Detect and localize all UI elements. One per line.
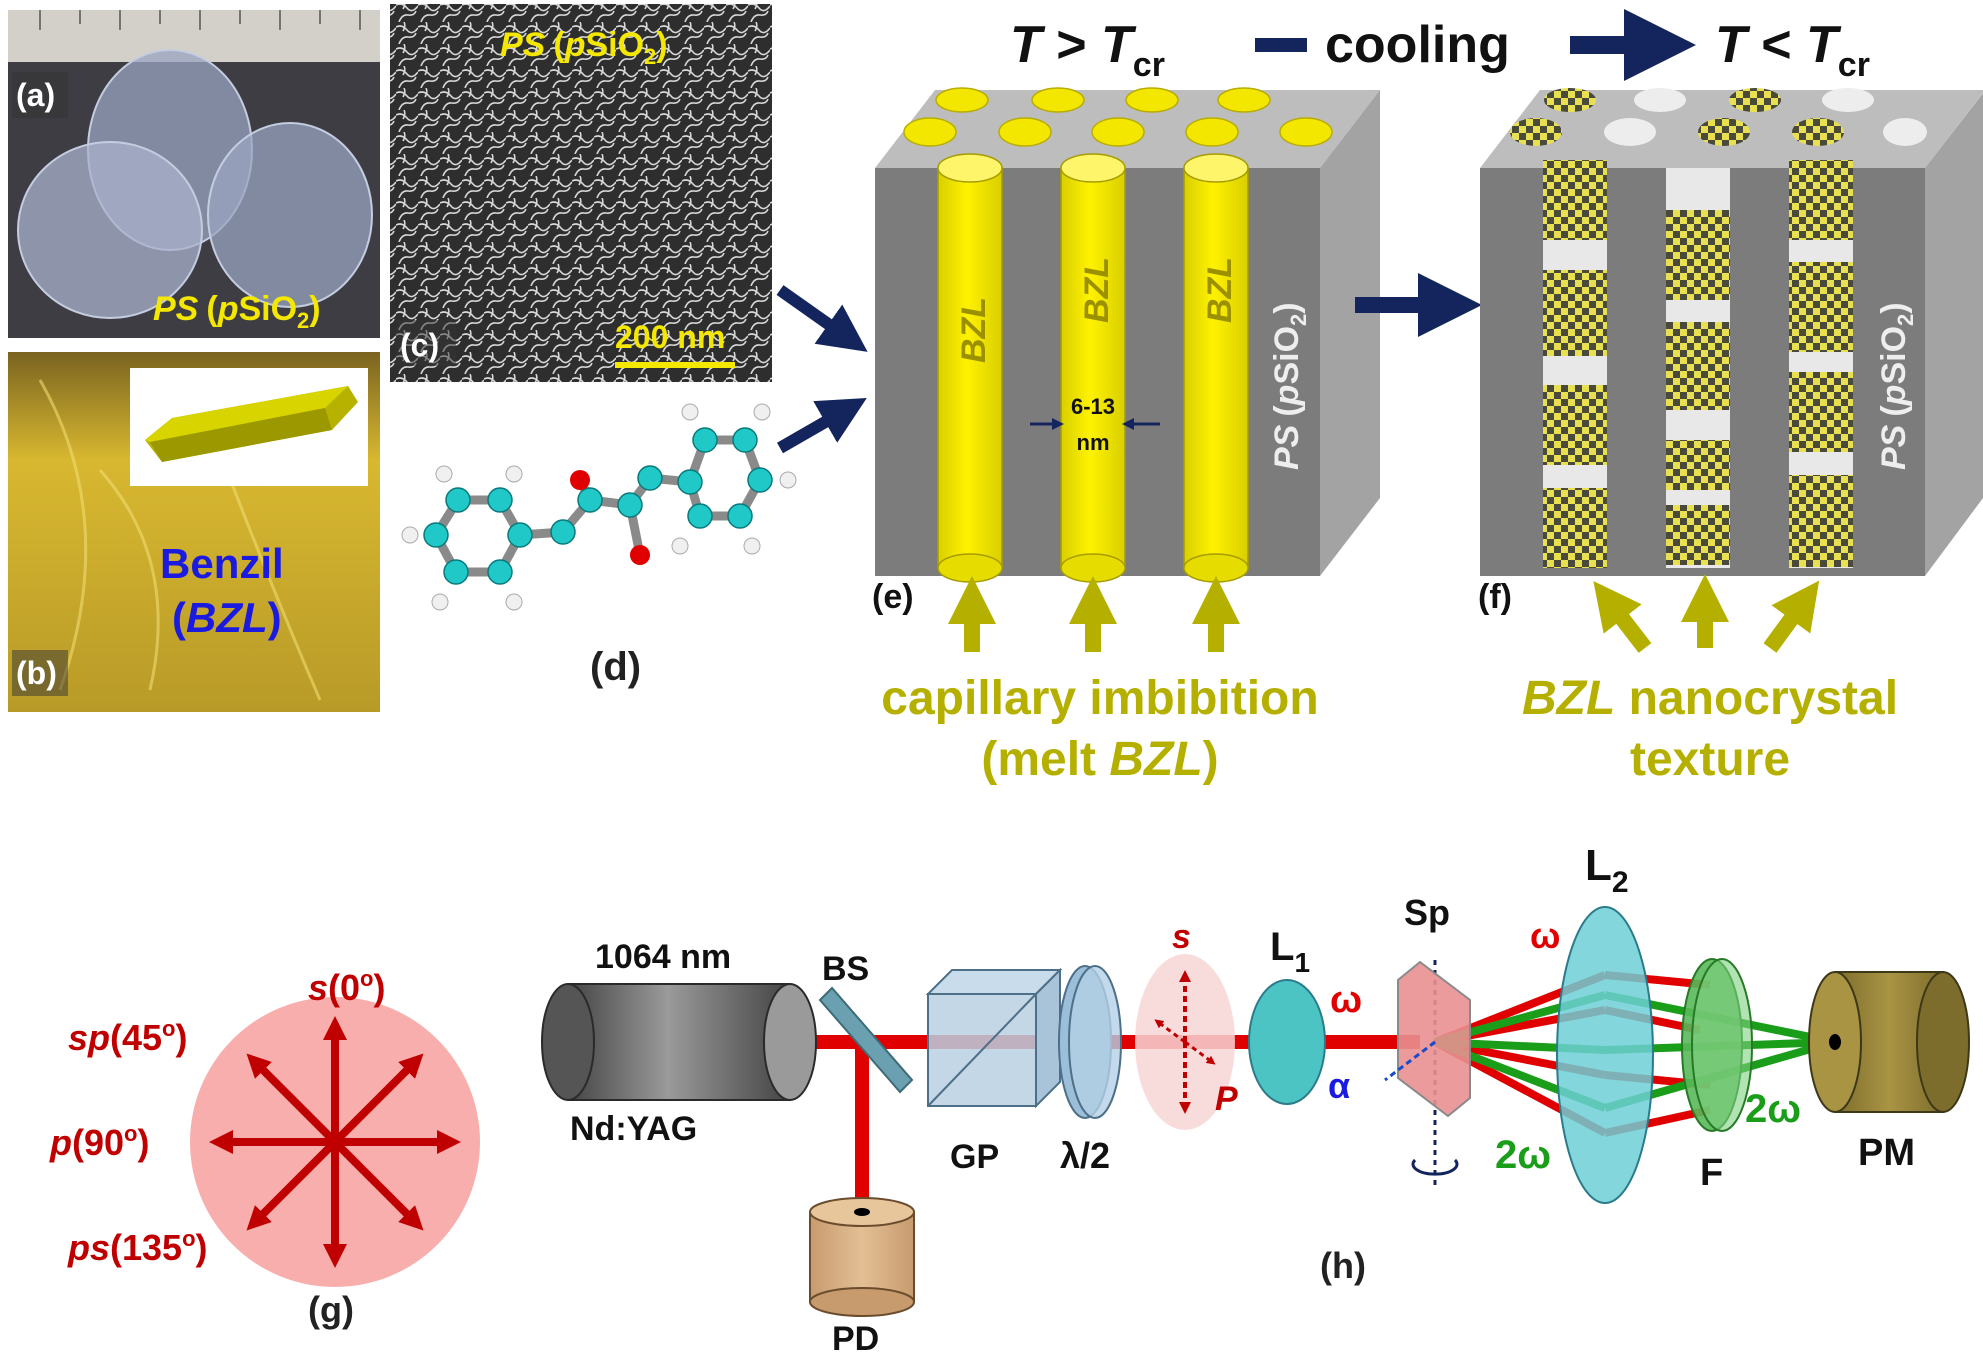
pore-size-unit: nm — [1077, 430, 1110, 455]
oxygen-atoms — [570, 470, 650, 565]
panel-f-label: (f) — [1478, 578, 1512, 616]
hydrogen-atoms — [401, 403, 797, 611]
panel-c-label: (c) — [400, 327, 439, 363]
matrix-label: PS(pSiO2) — [1268, 302, 1311, 470]
panel-d-label: (d) — [590, 645, 641, 689]
label-sp: sp(45o) — [68, 1016, 188, 1058]
panel-a-material: PS(pSiO2) — [153, 290, 321, 333]
nanocrystal-arrow — [1593, 580, 1652, 653]
pore-tops — [903, 87, 1333, 147]
wafer-disc — [207, 122, 373, 308]
panel-d-molecule: (d) — [401, 403, 797, 689]
label-ps: ps(135o) — [67, 1226, 208, 1268]
panel-f-block: PS(pSiO2) (f) BZL nanocrystal texture — [1478, 88, 1983, 786]
polarization-arrows — [209, 1016, 461, 1268]
pore-tops — [1510, 88, 1927, 146]
laser-wavelength: 1064 nm — [595, 938, 731, 976]
panel-h-setup: 1064 nm Nd:YAG BS PD GP λ/2 s P L1 — [541, 841, 1970, 1358]
caption-f-line1: BZL nanocrystal — [1522, 672, 1898, 725]
panel-c-sem: PS(pSiO2) (c) 200 nm — [390, 4, 772, 382]
gp-label: GP — [950, 1138, 999, 1176]
laser-label: Nd:YAG — [570, 1110, 697, 1148]
two-omega-label: 2ω — [1495, 1133, 1551, 1177]
panel-c-title: PS(pSiO2) — [500, 26, 668, 69]
caption-e-line1: capillary imbibition — [881, 672, 1318, 725]
benzil-name: Benzil — [160, 540, 284, 587]
panel-h-label: (h) — [1320, 1245, 1366, 1286]
panel-a-label: (a) — [16, 77, 55, 113]
arrow-molecule-to-e — [777, 398, 867, 454]
bzl-columns — [937, 153, 1249, 583]
beam-splitter — [818, 986, 914, 1094]
half-wave-label: λ/2 — [1060, 1135, 1110, 1176]
glan-prism — [925, 967, 1063, 1109]
filter-label: F — [1700, 1152, 1723, 1194]
label-s: s(0o) — [308, 966, 386, 1008]
pm-label: PM — [1858, 1132, 1915, 1174]
carbon-atoms — [423, 427, 773, 585]
scale-bar — [615, 362, 735, 368]
column-label: BZL — [1078, 257, 1116, 323]
alpha-label: α — [1328, 1065, 1350, 1106]
pd-label: PD — [832, 1320, 879, 1358]
sample-slide — [1397, 960, 1471, 1118]
angle-line — [1384, 1040, 1436, 1082]
lens-l1 — [1248, 979, 1326, 1105]
caption-e-line2: (melt BZL) — [981, 733, 1218, 786]
caption-f-line2: texture — [1630, 733, 1790, 786]
l1-label: L1 — [1270, 925, 1310, 978]
header-temperature: T > Tcr cooling T < Tcr — [1010, 9, 1870, 84]
sp-label: Sp — [1404, 892, 1450, 933]
panel-g-label: (g) — [308, 1289, 354, 1330]
cooling-label: cooling — [1325, 16, 1510, 74]
wafer-disc — [17, 141, 203, 319]
benzil-abbr: (BZL) — [172, 594, 282, 641]
pore-size-value: 6-13 — [1071, 394, 1115, 419]
column-label: BZL — [1201, 257, 1239, 323]
arrow-sem-to-e — [776, 285, 868, 352]
lens-l2 — [1556, 906, 1654, 1204]
label-p: p(90o) — [49, 1121, 149, 1163]
omega-label-2: ω — [1530, 915, 1560, 956]
header-t-below: T < Tcr — [1715, 16, 1870, 84]
panel-a-photo: (a) PS(pSiO2) — [8, 10, 380, 338]
panel-e-block: BZL BZL BZL 6-13 nm PS(pSiO2) (e) capill… — [872, 87, 1380, 786]
panel-e-label: (e) — [872, 578, 914, 616]
omega-label: ω — [1330, 979, 1362, 1021]
panel-g-polarization: s(0o) sp(45o) p(90o) ps(135o) (g) — [49, 966, 480, 1330]
nanocrystal-arrow — [1763, 580, 1820, 653]
pol-s-label: s — [1172, 918, 1191, 956]
bs-label: BS — [822, 950, 869, 988]
two-omega-label-2: 2ω — [1745, 1087, 1801, 1131]
header-t-above: T > Tcr — [1010, 16, 1165, 84]
crystal-icon — [145, 386, 358, 462]
laser-body — [567, 983, 791, 1101]
nanocrystal-columns — [1543, 160, 1853, 568]
panel-b-photo: Benzil (BZL) (b) — [8, 352, 380, 712]
block-side — [1320, 90, 1380, 576]
cooling-dash — [1255, 38, 1307, 52]
scale-bar-label: 200 nm — [615, 319, 725, 355]
block-side — [1925, 93, 1983, 576]
column-label: BZL — [955, 297, 993, 363]
panel-b-label: (b) — [16, 655, 57, 691]
pol-p-label: P — [1215, 1080, 1238, 1118]
rotation-arrow — [1411, 1158, 1459, 1176]
matrix-label: PS(pSiO2) — [1875, 302, 1918, 470]
l2-label: L2 — [1585, 841, 1629, 899]
